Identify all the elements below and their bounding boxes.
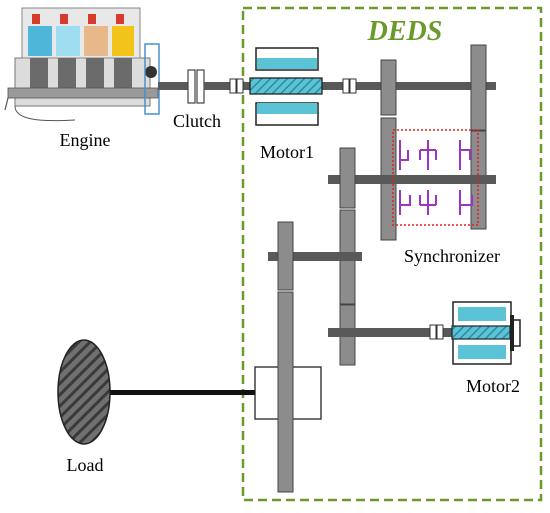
synchronizer-box [392, 129, 479, 226]
gear-input-upper [380, 59, 397, 116]
transfer-shaft [268, 252, 362, 261]
motor2-icon [451, 301, 521, 365]
gear-right-upper [470, 44, 487, 131]
gear-output-upper [277, 221, 294, 291]
load-label: Load [67, 455, 104, 475]
deds-title: DEDS [367, 16, 443, 47]
gear-mid-upper [339, 147, 356, 209]
engine-output-shaft [158, 82, 188, 90]
gear-output-lower [277, 291, 294, 493]
synchronizer-forks [399, 140, 473, 215]
synchronizer-label: Synchronizer [404, 246, 500, 266]
coupling-left [229, 78, 244, 94]
motor2-shaft [328, 328, 452, 337]
engine-icon [4, 7, 160, 122]
output-shaft [100, 390, 255, 395]
coupling-motor2 [429, 324, 444, 340]
countershaft [328, 175, 496, 184]
engine-label: Engine [60, 130, 111, 150]
clutch-icon [187, 69, 205, 104]
motor1-icon [249, 47, 323, 126]
coupling-right [342, 78, 357, 94]
motor2-label: Motor2 [466, 376, 520, 396]
load-wheel-icon [57, 339, 111, 445]
motor1-label: Motor1 [260, 142, 314, 162]
clutch-label: Clutch [173, 111, 221, 131]
deds-frame [241, 6, 543, 502]
